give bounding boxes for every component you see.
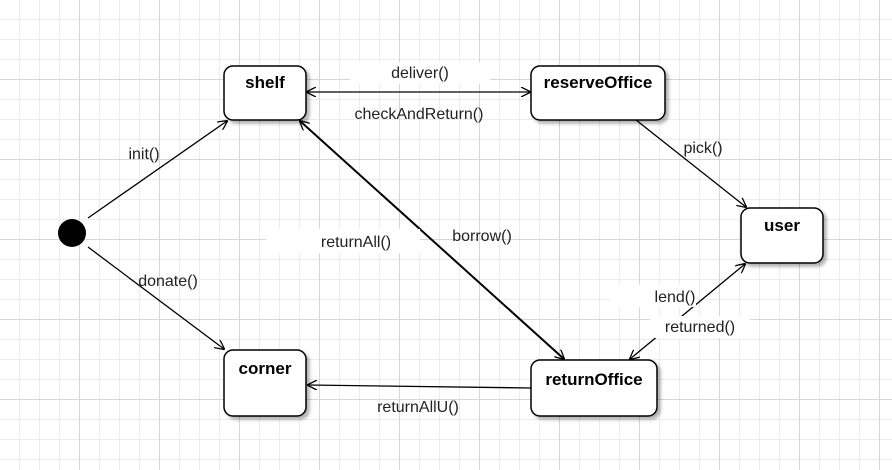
label-borrow: borrow() — [452, 228, 512, 245]
label-deliver: deliver() — [391, 65, 449, 82]
state-user-label: user — [764, 216, 800, 235]
label-check-and-return: checkAndReturn() — [355, 106, 484, 123]
label-pick: pick() — [683, 140, 722, 157]
edge-donate — [87, 246, 224, 349]
state-reserve-office-label: reserveOffice — [544, 73, 653, 92]
edge-pick — [635, 119, 746, 207]
initial-state-node — [58, 219, 86, 247]
edge-return-all-u — [308, 385, 532, 388]
label-init: init() — [128, 146, 159, 163]
label-lend: lend() — [655, 289, 696, 306]
state-corner-label: corner — [239, 359, 292, 378]
edge-borrow-return-all — [300, 121, 564, 359]
state-shelf — [223, 65, 307, 121]
edge-lend-returned — [630, 264, 745, 359]
label-return-all: returnAll() — [321, 234, 391, 251]
label-donate: donate() — [138, 273, 198, 290]
label-returned: returned() — [665, 319, 735, 336]
edge-init — [87, 121, 227, 219]
state-return-office-label: returnOffice — [545, 370, 642, 389]
state-return-office — [530, 359, 658, 417]
state-user — [740, 207, 824, 264]
state-corner — [223, 349, 307, 417]
state-reserve-office — [530, 65, 666, 121]
label-return-all-u: returnAllU() — [377, 399, 459, 416]
state-shelf-label: shelf — [245, 73, 285, 92]
